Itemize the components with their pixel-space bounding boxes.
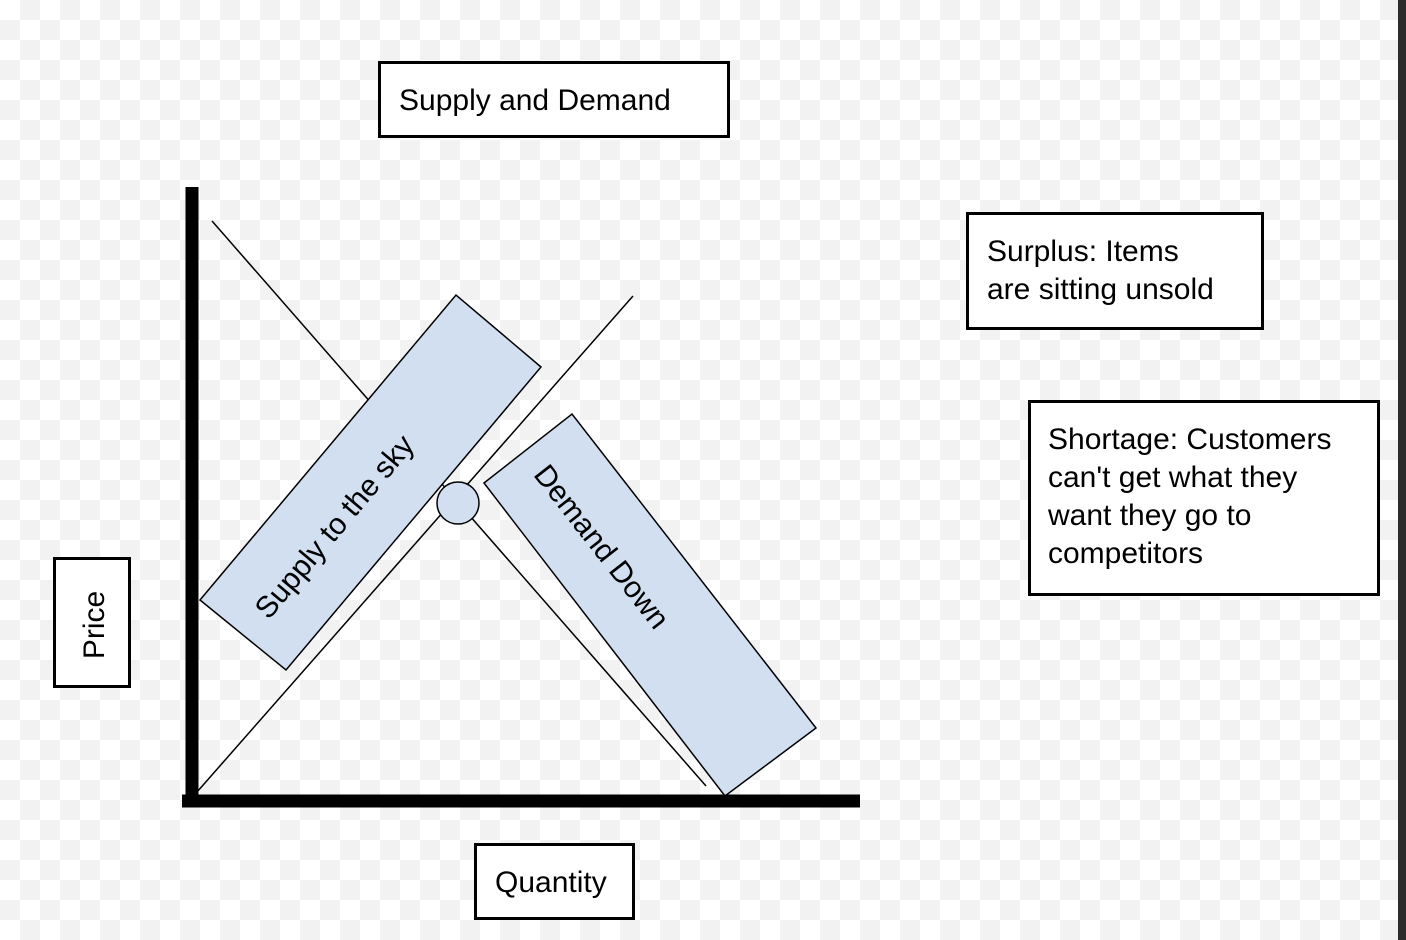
shortage-note-line: want they go to [1048,499,1252,532]
diagram-title: Supply and Demand [399,84,671,117]
y-axis-label: Price [78,590,111,660]
window-edge [1398,0,1406,940]
demand-label-box [482,412,818,798]
surplus-note-box: Surplus: Items are sitting unsold [966,212,1264,330]
surplus-note-line: Surplus: Items [987,235,1179,268]
shortage-note-line: can't get what they [1048,461,1298,494]
shortage-note-line: competitors [1048,537,1204,570]
supply-label-box [198,293,543,672]
x-axis-label-box: Quantity [474,843,635,920]
y-axis-label-box: Price [53,557,131,688]
x-axis-label: Quantity [495,866,607,899]
supply-curve [196,295,634,793]
shortage-note-box: Shortage: Customers can't get what they … [1028,400,1380,596]
equilibrium-point [436,481,480,525]
diagram-title-box: Supply and Demand [378,61,730,138]
surplus-note-line: are sitting unsold [987,273,1214,306]
shortage-note-line: Shortage: Customers [1048,423,1332,456]
